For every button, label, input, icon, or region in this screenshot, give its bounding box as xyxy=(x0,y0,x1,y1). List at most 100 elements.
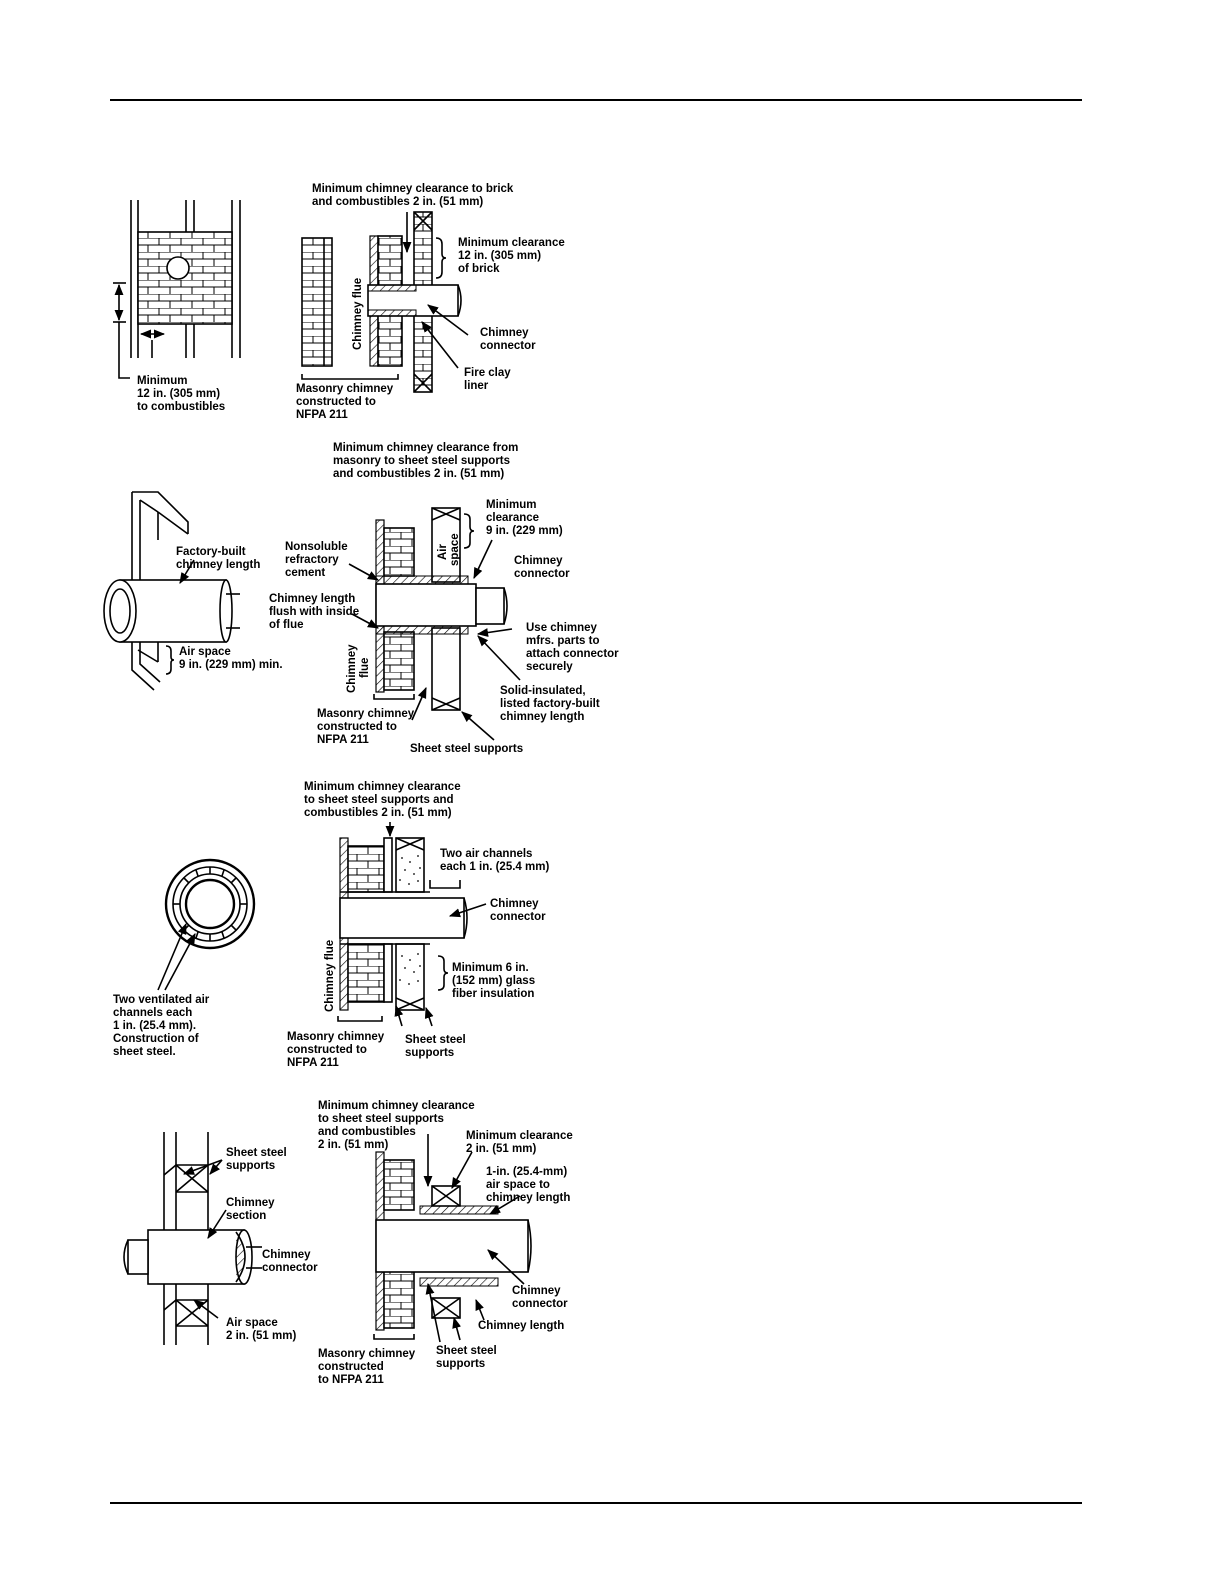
fig-d-section-label-1: Chimney xyxy=(226,1197,275,1209)
fig-b-connector-label-2: connector xyxy=(514,568,570,580)
fig-b-parts-label-3: attach connector xyxy=(526,648,619,660)
fig-a-connector-label-2: connector xyxy=(480,340,536,352)
fig-d-min-clearance-label-2: 2 in. (51 mm) xyxy=(466,1143,536,1155)
fig-c-left-label-5: sheet steel. xyxy=(113,1046,176,1058)
figure-a-masonry-section xyxy=(113,200,469,393)
fig-d-connector-right-label-2: connector xyxy=(512,1298,568,1310)
fig-b-top-label-2: masonry to sheet steel supports xyxy=(333,455,510,467)
fig-b-factory-label-2: chimney length xyxy=(176,559,260,571)
fig-b-connector-label-1: Chimney xyxy=(514,555,563,567)
fig-b-flush-label-2: flush with inside xyxy=(269,606,359,618)
fig-b-supports-label: Sheet steel supports xyxy=(410,743,523,755)
fig-c-connector-label-2: connector xyxy=(490,911,546,923)
fig-b-masonry-label-1: Masonry chimney xyxy=(317,708,415,720)
fig-c-insulation-label-2: (152 mm) glass xyxy=(452,975,535,987)
fig-d-airspace-label-2: 2 in. (51 mm) xyxy=(226,1330,296,1342)
fig-b-flue-label-1: Chimney xyxy=(346,644,358,693)
fig-d-masonry-label-1: Masonry chimney xyxy=(318,1348,416,1360)
fig-c-masonry-label-1: Masonry chimney xyxy=(287,1031,385,1043)
fig-a-connector-label-1: Chimney xyxy=(480,327,529,339)
fig-a-left-label-1: Minimum xyxy=(137,375,187,387)
fig-a-flue-label: Chimney flue xyxy=(352,278,364,350)
fig-b-flue-label-2: flue xyxy=(359,658,371,678)
fig-c-left-label-1: Two ventilated air xyxy=(113,994,210,1006)
fig-b-airspace-inner-label-1: Air xyxy=(437,544,449,561)
fig-a-left-label-3: to combustibles xyxy=(137,401,225,413)
fig-d-length-label: Chimney length xyxy=(478,1320,564,1332)
fig-b-top-label-3: and combustibles 2 in. (51 mm) xyxy=(333,468,504,480)
fig-b-insulated-label-3: chimney length xyxy=(500,711,584,723)
fig-b-masonry-label-2: constructed to xyxy=(317,721,397,733)
fig-a-masonry-label-2: constructed to xyxy=(296,396,376,408)
fig-c-masonry-label-3: NFPA 211 xyxy=(287,1057,339,1069)
figure-c-ventilated-thimble xyxy=(157,822,487,1027)
fig-d-min-clearance-label-1: Minimum clearance xyxy=(466,1130,573,1142)
fig-a-left-label-2: 12 in. (305 mm) xyxy=(137,388,220,400)
fig-c-left-label-4: Construction of xyxy=(113,1033,199,1045)
fig-a-masonry-label-3: NFPA 211 xyxy=(296,409,348,421)
fig-b-parts-label-1: Use chimney xyxy=(526,622,598,634)
fig-a-liner-label-1: Fire clay xyxy=(464,367,511,379)
figure-d-sheet-steel-supports xyxy=(123,1132,532,1345)
fig-a-right-label-1: Minimum clearance xyxy=(458,237,565,249)
fig-c-top-label-2: to sheet steel supports and xyxy=(304,794,454,806)
fig-a-top-label-2: and combustibles 2 in. (51 mm) xyxy=(312,196,483,208)
fig-d-masonry-label-3: to NFPA 211 xyxy=(318,1374,384,1386)
fig-d-connector-right-label-1: Chimney xyxy=(512,1285,561,1297)
fig-d-airspace-right-label-1: 1-in. (25.4-mm) xyxy=(486,1166,567,1178)
fig-c-left-label-2: channels each xyxy=(113,1007,192,1019)
fig-d-airspace-right-label-2: air space to xyxy=(486,1179,550,1191)
fig-b-flush-label-1: Chimney length xyxy=(269,593,355,605)
fig-b-flush-label-3: of flue xyxy=(269,619,304,631)
fig-c-masonry-label-2: constructed to xyxy=(287,1044,367,1056)
fig-a-right-label-2: 12 in. (305 mm) xyxy=(458,250,541,262)
fig-a-right-label-3: of brick xyxy=(458,263,500,275)
fig-d-top-label-2: to sheet steel supports xyxy=(318,1113,444,1125)
fig-b-airspace-inner-label-2: space xyxy=(449,533,461,566)
fig-c-insulation-label-3: fiber insulation xyxy=(452,988,534,1000)
fig-b-min-clearance-label-1: Minimum xyxy=(486,499,536,511)
fig-d-top-label-1: Minimum chimney clearance xyxy=(318,1100,475,1112)
fig-c-insulation-label-1: Minimum 6 in. xyxy=(452,962,529,974)
fig-c-left-label-3: 1 in. (25.4 mm). xyxy=(113,1020,196,1032)
footer-rule xyxy=(110,1502,1082,1504)
fig-d-supports-right-label-2: supports xyxy=(436,1358,485,1370)
fig-c-connector-label-1: Chimney xyxy=(490,898,539,910)
fig-c-top-label-1: Minimum chimney clearance xyxy=(304,781,461,793)
header-rule xyxy=(110,99,1082,101)
fig-d-supports-left-label-2: supports xyxy=(226,1160,275,1172)
fig-a-masonry-label-1: Masonry chimney xyxy=(296,383,394,395)
fig-b-insulated-label-2: listed factory-built xyxy=(500,698,600,710)
fig-a-liner-label-2: liner xyxy=(464,380,489,392)
fig-b-masonry-label-3: NFPA 211 xyxy=(317,734,369,746)
fig-c-channels-label-1: Two air channels xyxy=(440,848,532,860)
fig-d-connector-left-label-1: Chimney xyxy=(262,1249,311,1261)
fig-b-parts-label-4: securely xyxy=(526,661,573,673)
fig-c-supports-label-1: Sheet steel xyxy=(405,1034,466,1046)
fig-b-min-clearance-label-2: clearance xyxy=(486,512,539,524)
fig-b-airspace-left-label-2: 9 in. (229 mm) min. xyxy=(179,659,283,671)
fig-d-connector-left-label-2: connector xyxy=(262,1262,318,1274)
fig-b-cement-label-2: refractory xyxy=(285,554,339,566)
fig-d-top-label-3: and combustibles xyxy=(318,1126,416,1138)
fig-d-masonry-label-2: constructed xyxy=(318,1361,384,1373)
fig-b-top-label-1: Minimum chimney clearance from xyxy=(333,442,518,454)
fig-d-top-label-4: 2 in. (51 mm) xyxy=(318,1139,388,1151)
fig-a-top-label-1: Minimum chimney clearance to brick xyxy=(312,183,514,195)
fig-d-section-label-2: section xyxy=(226,1210,266,1222)
fig-b-factory-label-1: Factory-built xyxy=(176,546,246,558)
fig-b-cement-label-3: cement xyxy=(285,567,325,579)
fig-d-supports-left-label-1: Sheet steel xyxy=(226,1147,287,1159)
fig-d-airspace-label-1: Air space xyxy=(226,1317,278,1329)
fig-b-cement-label-1: Nonsoluble xyxy=(285,541,348,553)
fig-c-flue-label: Chimney flue xyxy=(324,940,336,1012)
fig-b-insulated-label-1: Solid-insulated, xyxy=(500,685,586,697)
fig-d-supports-right-label-1: Sheet steel xyxy=(436,1345,497,1357)
fig-b-parts-label-2: mfrs. parts to xyxy=(526,635,600,647)
fig-c-supports-label-2: supports xyxy=(405,1047,454,1059)
fig-c-top-label-3: combustibles 2 in. (51 mm) xyxy=(304,807,452,819)
figure-b-factory-built-section xyxy=(103,491,521,741)
fig-b-min-clearance-label-3: 9 in. (229 mm) xyxy=(486,525,563,537)
fig-c-channels-label-2: each 1 in. (25.4 mm) xyxy=(440,861,549,873)
fig-b-airspace-left-label-1: Air space xyxy=(179,646,231,658)
